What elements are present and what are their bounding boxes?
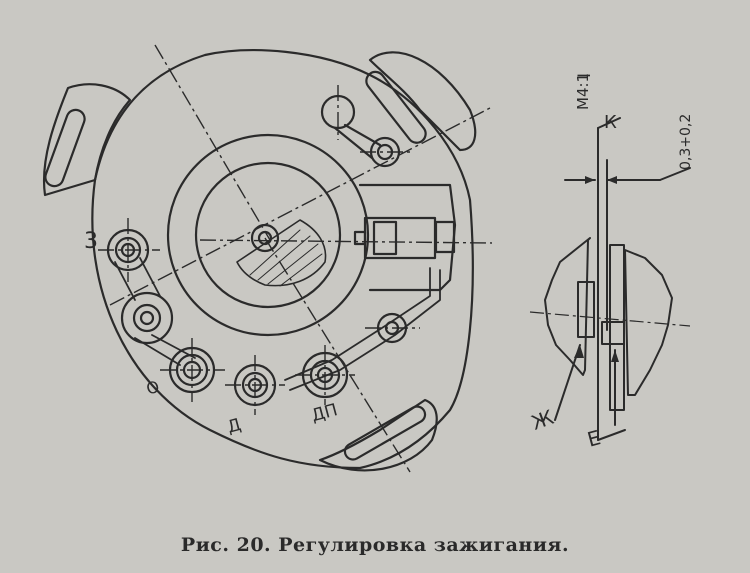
cutaway-section: [236, 219, 327, 287]
left-slot: [44, 108, 86, 188]
label-zh: Ж: [528, 405, 557, 435]
label-gap: 0,3+0,2: [678, 114, 694, 170]
label-i: I: [575, 73, 595, 78]
bottom-right-lobe: [318, 398, 438, 472]
label-k: К: [604, 112, 617, 133]
eccentric: [120, 291, 174, 345]
left-lobe: [43, 83, 132, 197]
right-contact-body: [624, 249, 673, 396]
plate-outer-ring: [166, 133, 370, 337]
label-3: 3: [84, 229, 98, 254]
cutaway-hatching: [249, 229, 323, 287]
spring-arm: [284, 267, 441, 391]
contact-nut: [434, 220, 456, 254]
top-right-slot: [365, 70, 427, 144]
figure-caption: Рис. 20. Регулировка зажигания.: [180, 534, 570, 556]
label-scale: М4:1: [574, 73, 592, 110]
center-lines: [98, 44, 493, 473]
right-contact-point: [609, 244, 625, 411]
label-e: Е: [585, 425, 603, 451]
detail-arrows: [574, 176, 619, 362]
label-d: Д: [225, 415, 243, 438]
top-link: [333, 123, 382, 160]
contact-block: [363, 216, 437, 260]
detail-view: [544, 117, 691, 441]
housing-outline: [91, 49, 474, 470]
label-dp: ДП: [309, 400, 339, 426]
top-right-lobe: [368, 51, 477, 152]
bottom-right-slot: [343, 405, 427, 461]
label-o: О: [144, 377, 161, 399]
left-contact-body: [544, 237, 591, 376]
left-contact-point: [577, 281, 595, 338]
plate-inner-ring: [194, 161, 342, 309]
link-strap: [114, 257, 196, 366]
